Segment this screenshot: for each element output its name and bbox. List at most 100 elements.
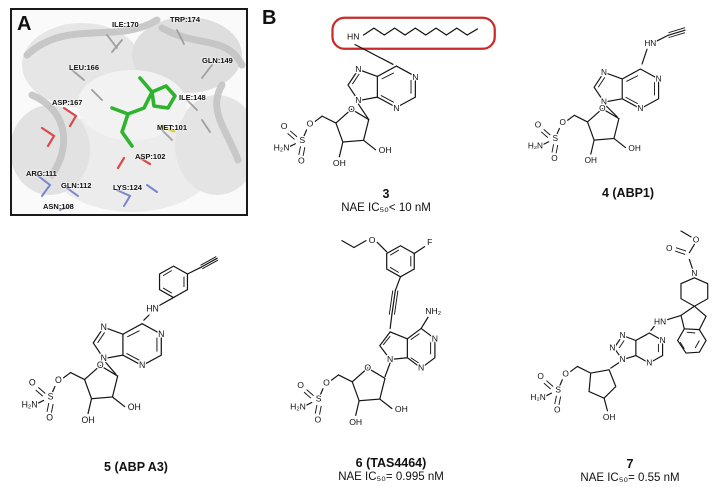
atom-label-n: N (158, 329, 164, 339)
atom-label-hn: HN (146, 304, 159, 314)
residue-stick-yellow (158, 124, 176, 133)
ligand-sticks (110, 76, 177, 148)
panel-b-letter: B (262, 7, 277, 29)
atom-label-oh: OH (379, 145, 392, 155)
atom-label-o: O (55, 375, 62, 385)
atom-label-n: N (101, 353, 107, 363)
atom-label-hn: HN (654, 317, 666, 327)
compound-6-structure: O S O O H₂N O F NH₂ N N N O OH OH (289, 234, 443, 428)
atom-label-o: O (97, 360, 104, 370)
molecule-bonds: O S O O H₂N (20, 256, 219, 424)
atom-label-h2n: H₂N (274, 143, 290, 153)
atom-label-s: S (316, 394, 322, 404)
residue-sticks-gray (71, 29, 213, 141)
atom-label-n: N (619, 330, 625, 340)
atom-label-h2n: H₂N (22, 399, 38, 409)
atom-label-oh: OH (585, 156, 597, 165)
compound-6-label: 6 (TAS4464) (355, 456, 427, 470)
atom-label-o: O (281, 121, 288, 131)
residue-label: GLN:112 (61, 181, 92, 190)
compound-3: O S O O H₂N HN N N N N O OH OH 3 NAE IC₅… (272, 16, 500, 214)
atom-label-n: N (412, 72, 418, 82)
atom-label-o: O (559, 118, 566, 127)
atom-label-s: S (48, 392, 54, 402)
atom-label-n: N (393, 103, 399, 113)
atom-labels: O F NH₂ N N N O OH OH (348, 234, 442, 428)
atom-label-o: O (535, 121, 542, 130)
atom-label-oh: OH (128, 402, 141, 412)
atom-label-n: N (355, 95, 361, 105)
atom-labels: O O N HN N N N N N OH (602, 233, 701, 423)
atom-label-n: N (601, 68, 607, 77)
atom-label-o: O (599, 104, 606, 113)
atom-label-o: O (314, 414, 321, 424)
compound-7-structure: O S O O H₂N O O N HN N N N N N OH (529, 230, 709, 423)
residue-label: ILE:148 (179, 93, 206, 102)
atom-label-o: O (364, 363, 371, 373)
atom-label-oh: OH (395, 404, 408, 414)
atom-label-oh: OH (81, 415, 94, 425)
atom-label-hn: HN (347, 31, 359, 41)
residue-label: MET:101 (157, 123, 188, 132)
atom-label-n: N (691, 268, 697, 278)
atom-label-o: O (297, 380, 304, 390)
atom-label-n: N (139, 360, 145, 370)
atom-label-oh: OH (349, 417, 362, 427)
atom-label-o: O (323, 377, 330, 387)
atom-label-s: S (299, 135, 305, 145)
atom-label-o: O (46, 413, 53, 423)
atom-label-s: S (555, 384, 561, 394)
compound-3-label: 3 (382, 187, 390, 201)
atom-label-n: N (660, 335, 666, 345)
atom-label-n: N (432, 333, 438, 343)
atom-label-n: N (646, 358, 652, 368)
residue-label: TRP:174 (170, 15, 201, 24)
atom-label-o: O (537, 371, 544, 381)
atom-label-o: O (666, 243, 673, 253)
compound-7: O S O O H₂N O O N HN N N N N N OH 7 N (527, 226, 727, 484)
compound-3-structure: O S O O H₂N HN N N N N O OH OH (272, 16, 496, 169)
compound-7-label: 7 (626, 457, 634, 471)
panel-a-structure-image: ILE:170 TRP:174 LEU:166 GLN:149 ASP:167 … (10, 8, 248, 216)
compound-5-label: 5 (ABP A3) (104, 460, 168, 474)
atom-labels: HN N N N N O OH OH (583, 38, 662, 167)
atom-label-n: N (355, 64, 361, 74)
compound-4-structure: O S O O H₂N HN N N N N O OH OH (527, 27, 686, 167)
ligand-branch (110, 106, 130, 116)
residue-label: ASP:102 (135, 152, 166, 161)
residue-sticks-red (40, 106, 152, 170)
atom-label-n: N (101, 322, 107, 332)
atom-label-n: N (387, 354, 393, 364)
residue-label: ILE:170 (112, 20, 139, 29)
atom-label-n: N (619, 354, 625, 364)
atom-label-n: N (418, 363, 424, 373)
atom-label-o: O (554, 404, 561, 414)
atom-label-f: F (427, 237, 432, 247)
atom-labels: HN N N N N O OH OH (80, 302, 166, 426)
molecule-bonds: O S O O H₂N (527, 27, 686, 164)
atom-label-n: N (609, 343, 615, 353)
compound-6: O S O O H₂N O F NH₂ N N N O OH OH 6 (TAS… (285, 232, 497, 483)
ligand-backbone (120, 76, 154, 148)
ligand-ring (150, 84, 177, 110)
residue-label: ASN:108 (43, 202, 74, 211)
residue-label: ASP:167 (52, 98, 83, 107)
atom-label-n: N (601, 98, 607, 107)
hexyl-highlight-box (331, 16, 496, 50)
protein-ribbons (23, 16, 246, 179)
atom-label-h2n: H₂N (290, 401, 306, 411)
atom-label-h2n: H₂N (530, 392, 545, 402)
compound-4-label: 4 (ABP1) (601, 186, 655, 200)
atom-label-n: N (656, 74, 662, 83)
residue-label: LYS:124 (113, 183, 142, 192)
atom-label-o: O (693, 235, 700, 245)
atom-label-oh: OH (603, 412, 616, 422)
atom-label-oh: OH (333, 158, 346, 168)
residue-label: GLN:149 (202, 56, 233, 65)
compound-6-ic50: NAE IC₅₀= 0.995 nM (338, 471, 444, 483)
atom-label-h2n: H₂N (528, 141, 543, 150)
molecule-bonds: O S O O H₂N (289, 240, 436, 426)
atom-label-o: O (298, 156, 305, 166)
compound-4: O S O O H₂N HN N N N N O OH OH 4 (ABP1) (527, 26, 727, 200)
